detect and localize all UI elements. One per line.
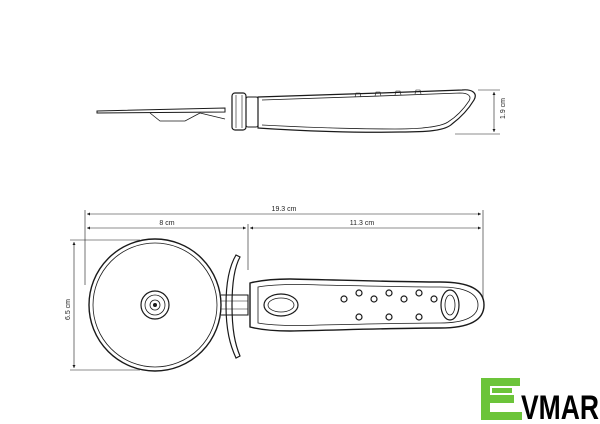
diameter-label: 6.5 cm: [65, 299, 72, 320]
side-view: 1.9 cm: [96, 89, 507, 135]
side-guard: [231, 92, 247, 131]
wheel-hub: [140, 290, 170, 320]
side-blade: [96, 107, 226, 114]
top-view: [88, 238, 485, 372]
grip-dots: [340, 289, 438, 321]
logo-e-mark: [481, 378, 522, 420]
dimension-lines: 19.3 cm 8 cm 11.3 cm 6.5 cm: [65, 206, 484, 371]
grip-oval-left: [263, 293, 299, 317]
handle-length-label: 11.3 cm: [350, 220, 375, 227]
hang-hole: [440, 289, 460, 321]
top-handle: [249, 278, 485, 332]
side-height-label: 1.9 cm: [500, 98, 507, 119]
head-length-label: 8 cm: [159, 220, 174, 227]
evmar-logo: VMAR: [481, 378, 599, 424]
finger-guard: [225, 254, 241, 359]
side-handle: [257, 89, 476, 133]
total-length-label: 19.3 cm: [272, 206, 297, 213]
logo-text: VMAR: [521, 389, 599, 424]
cutter-wheel: [88, 238, 222, 372]
